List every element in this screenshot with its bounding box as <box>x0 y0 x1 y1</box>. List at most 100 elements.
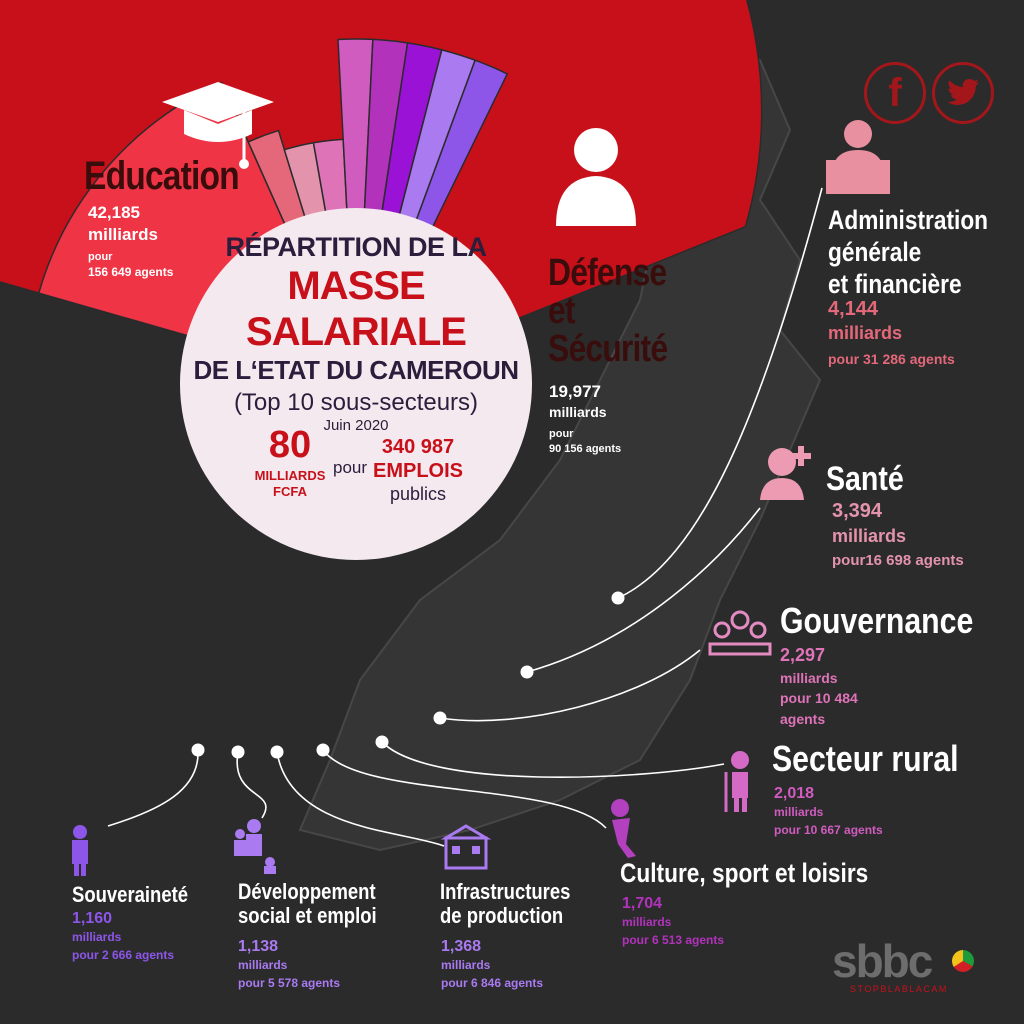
dev-label-line2: social et emploi <box>238 903 377 928</box>
dev-value: 1,138 <box>238 938 279 955</box>
defense-agents-pour: pour <box>549 428 574 440</box>
facebook-icon[interactable]: f <box>864 62 926 124</box>
total-jobs-unit2: publics <box>389 484 447 504</box>
gouvernance-agents-line2: agents <box>780 711 826 727</box>
connector-dot-2 <box>520 665 534 679</box>
defense-label-line2: et <box>548 290 576 332</box>
total-amount-unit1: MILLIARDS <box>254 468 326 483</box>
rural-value: 2,018 <box>774 785 815 802</box>
title-line3: DE L‘ETAT DU CAMEROUN <box>193 355 519 385</box>
culture-value: 1,704 <box>622 895 663 912</box>
total-jobs: 340 987 <box>381 436 455 458</box>
infra-agents: pour 6 846 agents <box>441 976 544 990</box>
defense-label-line1: Défense <box>548 252 667 294</box>
infra-label-line2: de production <box>440 903 564 928</box>
connector-dot-7 <box>231 745 245 759</box>
admin-label-line1: Administration <box>828 205 989 235</box>
infra-value: 1,368 <box>441 938 482 955</box>
souverainete-value: 1,160 <box>72 910 113 927</box>
education-value: 42,185 <box>88 203 140 222</box>
sante-label: Santé <box>826 460 904 498</box>
souverainete-unit: milliards <box>72 930 122 944</box>
title-line2: MASSE SALARIALE <box>246 264 467 354</box>
culture-label: Culture, sport et loisirs <box>620 858 869 888</box>
infra-label-line1: Infrastructures <box>440 879 571 904</box>
connector-dot-8 <box>191 743 205 757</box>
dev-agents: pour 5 578 agents <box>238 976 341 990</box>
connector-line-3 <box>439 649 701 722</box>
admin-label-line3: et financière <box>828 269 962 299</box>
total-amount: 80 <box>268 424 312 466</box>
gouvernance-agents-line1: pour 10 484 <box>780 690 858 706</box>
twitter-bird-glyph <box>947 79 979 105</box>
brand-flag-icon <box>952 950 974 972</box>
connector-line-2 <box>526 507 761 673</box>
sante-unit: milliards <box>832 526 907 546</box>
twitter-icon[interactable] <box>932 62 994 124</box>
education-unit: milliards <box>88 225 158 244</box>
defense-value: 19,977 <box>549 382 601 401</box>
connector-line-1 <box>617 187 823 599</box>
gouvernance-value: 2,297 <box>780 645 826 665</box>
building-icon <box>440 824 492 870</box>
office-worker-icon <box>826 120 890 194</box>
center-circle <box>180 208 532 560</box>
connector-line-4 <box>381 741 725 779</box>
meeting-group-icon <box>708 610 772 656</box>
connector-dot-5 <box>316 743 330 757</box>
center-title-block: RÉPARTITION DE LA MASSE SALARIALE DE L‘E… <box>186 232 526 434</box>
brand-tagline: STOPBLABLACAM <box>850 984 948 994</box>
admin-value: 4,144 <box>828 298 879 320</box>
culture-agents: pour 6 513 agents <box>622 933 725 947</box>
admin-unit: milliards <box>828 323 903 343</box>
total-amount-unit2: FCFA <box>273 484 307 499</box>
athlete-icon <box>611 799 636 858</box>
education-agents: 156 649 agents <box>88 265 174 279</box>
person-icon <box>556 128 636 226</box>
total-jobs-unit1: EMPLOIS <box>372 460 463 482</box>
infra-unit: milliards <box>441 958 491 972</box>
sante-agents: pour16 698 agents <box>832 552 964 569</box>
connector-line-8 <box>107 749 199 827</box>
farmer-icon <box>724 751 749 812</box>
connector-dot-4 <box>375 735 389 749</box>
rural-label: Secteur rural <box>772 738 959 779</box>
admin-label-line2: générale <box>828 237 922 267</box>
connector-dot-3 <box>433 711 447 725</box>
graduation-cap-icon <box>162 82 274 169</box>
defense-agents: 90 156 agents <box>549 443 622 455</box>
dev-label-line1: Développement <box>238 879 376 904</box>
total-pour: pour <box>333 458 368 477</box>
defense-unit: milliards <box>549 404 607 420</box>
connector-line-5 <box>322 749 607 829</box>
dev-unit: milliards <box>238 958 288 972</box>
rural-agents: pour 10 667 agents <box>774 823 883 837</box>
connector-line-7 <box>236 751 267 819</box>
title-line1: RÉPARTITION DE LA <box>225 232 488 262</box>
culture-unit: milliards <box>622 915 672 929</box>
connector-line-6 <box>276 751 445 847</box>
brand-logo: sbbc <box>832 935 933 987</box>
subtitle: (Top 10 sous-secteurs) <box>233 389 479 416</box>
souverainete-label: Souveraineté <box>72 882 189 907</box>
sante-value: 3,394 <box>832 500 883 522</box>
rural-unit: milliards <box>774 805 824 819</box>
education-label: Education <box>84 154 240 198</box>
medical-staff-icon <box>760 446 811 500</box>
gouvernance-unit: milliards <box>780 670 838 686</box>
dev-label: Développement social et emploi <box>238 880 377 928</box>
admin-agents: pour 31 286 agents <box>828 351 955 367</box>
connector-dot-1 <box>611 591 625 605</box>
soldier-icon <box>72 825 88 876</box>
infra-label: Infrastructures de production <box>440 880 570 928</box>
defense-label: Défense et Sécurité <box>548 252 668 370</box>
gouvernance-label: Gouvernance <box>780 600 974 641</box>
family-icon <box>234 819 276 874</box>
date: Juin 2020 <box>323 417 389 434</box>
education-agents-pour: pour <box>88 251 113 263</box>
connector-dot-6 <box>270 745 284 759</box>
souverainete-agents: pour 2 666 agents <box>72 948 175 962</box>
admin-label: Administration générale et financière <box>828 204 988 300</box>
defense-label-line3: Sécurité <box>548 328 668 370</box>
